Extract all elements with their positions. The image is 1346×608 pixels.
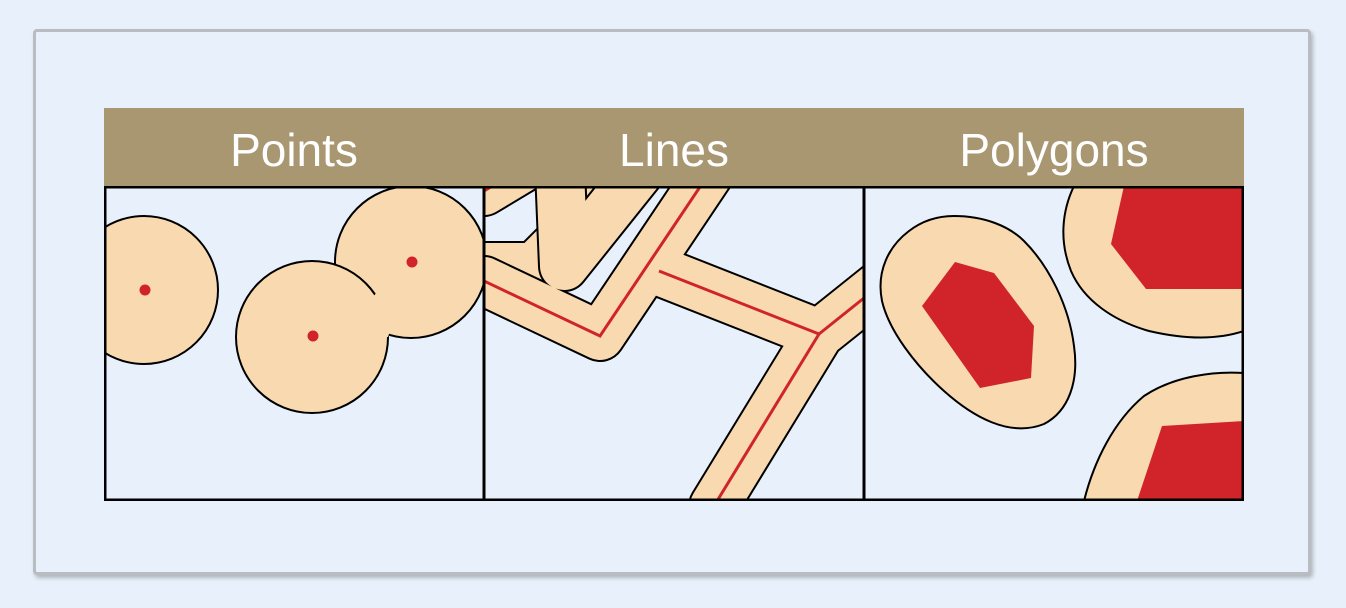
header-bar [104,108,1244,186]
point-features [139,256,418,342]
point-buffers [104,186,484,414]
polygon-1 [922,262,1034,388]
header-lines: Lines [619,124,729,176]
buffer-diagram [104,186,1244,501]
point-buffer-1 [104,215,219,365]
points-panel [104,186,484,414]
polygon-3 [1137,421,1244,501]
polygons-panel [879,186,1244,501]
line-features [484,186,864,501]
line-buffers [484,186,864,501]
polygon-features [922,186,1244,501]
header-polygons: Polygons [959,124,1149,176]
lines-panel [484,186,864,501]
panels [104,186,1244,501]
point-3 [406,256,418,268]
point-2 [307,330,319,342]
polygon-2 [1111,186,1244,289]
panel-borders [104,186,1244,501]
line-3 [818,296,864,336]
header-points: Points [230,124,358,176]
point-1 [139,284,151,296]
line-1 [484,186,703,338]
